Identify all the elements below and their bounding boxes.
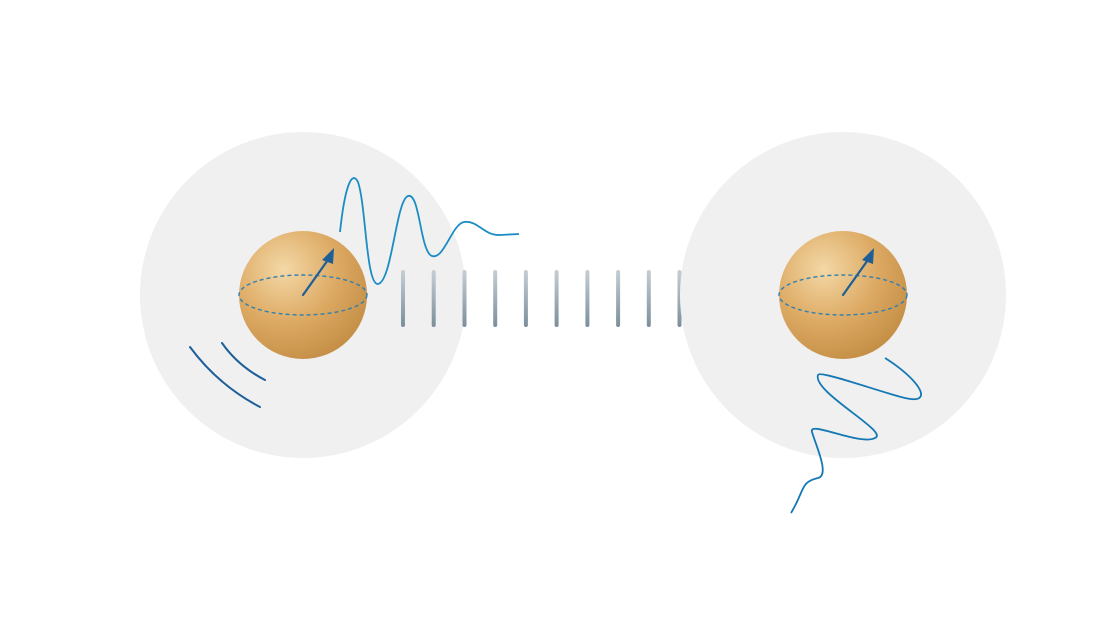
right-equator — [778, 274, 908, 316]
left-spin-arrow-icon — [301, 248, 334, 297]
coupling-bar — [554, 270, 559, 327]
left-emission-arcs — [189, 342, 266, 408]
emission-arc-inner — [221, 342, 266, 381]
right-spin-arrow-icon — [841, 248, 874, 297]
right-emitted-wave — [790, 357, 922, 514]
left-emitted-wave — [339, 177, 520, 285]
coupling-bar — [462, 270, 467, 327]
coupling-bar — [401, 270, 405, 327]
left-equator — [238, 274, 368, 316]
coupling-bar — [523, 270, 528, 327]
coupling-bar — [585, 270, 590, 327]
emission-arc-outer — [189, 346, 261, 408]
coupling-bar — [431, 270, 436, 327]
coupling-bar — [616, 270, 621, 327]
coupling-bar — [493, 270, 498, 327]
right-node — [680, 132, 1006, 514]
left-node — [140, 132, 520, 458]
coupling-bar — [646, 270, 651, 327]
